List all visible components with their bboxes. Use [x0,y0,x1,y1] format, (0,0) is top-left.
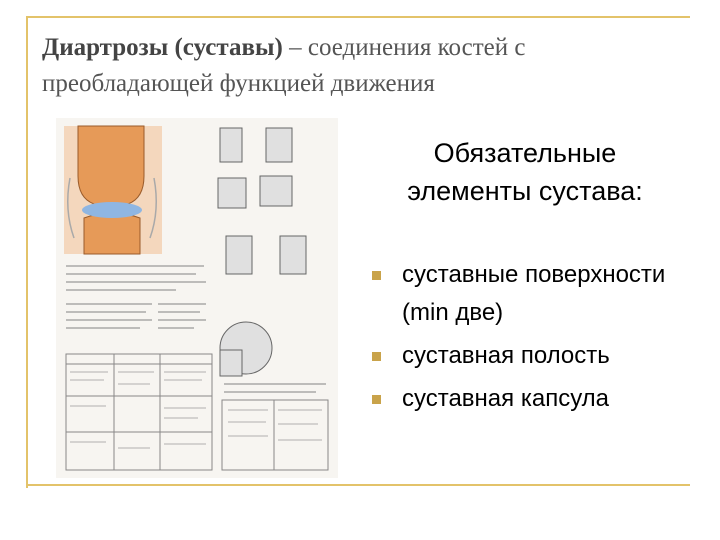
joint-type-sketches [217,127,307,377]
title-bold: Диартрозы (суставы) [42,34,283,61]
slide-title: Диартрозы (суставы) – соединения костей … [42,30,682,102]
knee-joint-illustration [64,125,162,255]
bullet-square-icon [372,271,381,280]
frame-left-line [26,16,28,488]
table-cell-lines [70,371,322,449]
elements-heading: Обязательные элементы сустава: [407,138,643,206]
page-text-lines [66,265,326,393]
bullet-square-icon [372,395,381,404]
frame-bottom-line [26,484,690,486]
frame-top-line [26,16,690,18]
bullet-square-icon [372,352,381,361]
list-item: суставная полость [372,337,692,375]
list-item-text: суставная капсула [402,385,610,412]
list-item: суставные поверхности (min две) [372,256,692,332]
list-item-text: суставная полость [402,342,610,369]
textbook-page-illustration [56,118,338,478]
elements-list: суставные поверхности (min две) суставна… [372,256,692,423]
list-item-text: суставные поверхности (min две) [402,261,666,326]
list-item: суставная капсула [372,380,692,418]
title-rest: – соединения костей с преобладающей функ… [42,34,526,97]
page-tables [65,353,329,471]
